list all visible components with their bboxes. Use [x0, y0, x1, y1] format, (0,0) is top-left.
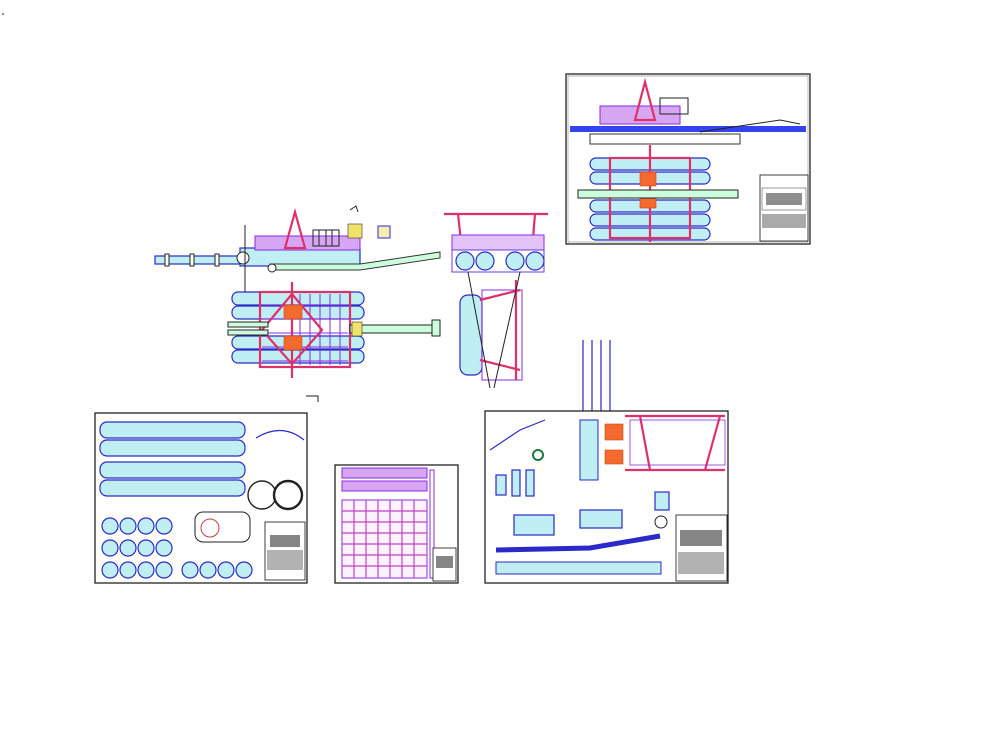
pontoon-section [101, 517, 119, 535]
pontoon-section [235, 561, 253, 579]
pontoon-section [119, 561, 137, 579]
side-view [459, 271, 523, 389]
drawing-stroke [189, 253, 195, 267]
sheet-pontoons[interactable] [94, 412, 308, 584]
pontoon-section [181, 561, 199, 579]
pontoon [99, 421, 246, 439]
pontoon-section [119, 539, 137, 557]
pontoon-section [119, 517, 137, 535]
pontoon-section [455, 251, 475, 271]
drawing-stroke [164, 253, 170, 267]
pontoon [231, 291, 365, 306]
pontoon [99, 439, 246, 457]
sheet-deck-frame[interactable] [334, 464, 459, 584]
drawing-stroke [214, 253, 220, 267]
pontoon [99, 461, 246, 479]
title-block [264, 521, 306, 581]
title-block [759, 174, 809, 242]
pontoon-section [137, 517, 155, 535]
pontoon [99, 479, 246, 497]
pontoon-section [505, 251, 525, 271]
plan-view [227, 282, 441, 402]
pontoon-section [155, 561, 173, 579]
pontoon-section [475, 251, 495, 271]
drawing-stroke [341, 499, 428, 579]
title-block [675, 514, 728, 582]
pontoon-section [525, 251, 545, 271]
pontoon-section [137, 561, 155, 579]
front-view [444, 212, 548, 273]
sheet-equipment-details[interactable] [484, 410, 729, 584]
north-arrow-icon [306, 395, 319, 402]
pontoon-section [101, 539, 119, 557]
pontoon-section [199, 561, 217, 579]
pontoon-section [137, 539, 155, 557]
pontoon-section [217, 561, 235, 579]
pontoon-section [155, 517, 173, 535]
side-elevation-view [154, 205, 441, 300]
sheet-general-arrangement[interactable] [565, 73, 811, 245]
title-block [432, 547, 457, 582]
pontoon-section [101, 561, 119, 579]
pontoon-section [155, 539, 173, 557]
